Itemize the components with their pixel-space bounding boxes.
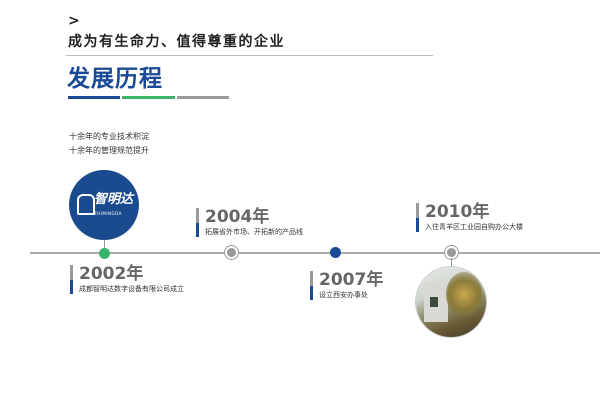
milestone-year: 2004年 (205, 207, 270, 227)
milestone-desc: 入住青羊区工业园自购办公大楼 (425, 223, 523, 231)
milestone-desc: 拓展省外市场、开拓新的产品线 (205, 228, 303, 236)
milestone-2002: 2002年 成都智明达数字设备有限公司成立 (70, 265, 184, 294)
milestone-2007: 2007年 设立西安办事处 (310, 271, 383, 300)
head-icon (77, 194, 95, 215)
milestone-year: 2010年 (425, 202, 490, 222)
milestone-year: 2007年 (319, 270, 384, 290)
page-title: 发展历程 (67, 66, 163, 92)
milestone-2004: 2004年 拓展省外市场、开拓新的产品线 (196, 208, 303, 237)
underline-gray (177, 96, 229, 99)
connector (451, 258, 452, 268)
connector (104, 240, 105, 252)
intro-line: 十余年的专业技术积淀 (69, 132, 149, 141)
milestone-desc: 设立西安办事处 (319, 291, 368, 299)
intro-line: 十余年的管理规范提升 (69, 146, 149, 155)
milestone-desc: 成都智明达数字设备有限公司成立 (79, 285, 184, 293)
timeline-dot-2007 (330, 247, 341, 258)
milestone-2010: 2010年 入住青羊区工业园自购办公大楼 (416, 203, 523, 232)
company-logo: 智明达 ZHIMINGDA (69, 170, 139, 240)
chevron-icon: > (68, 13, 80, 29)
timeline-line (30, 252, 600, 254)
logo-name: 智明达 (94, 192, 134, 207)
underline-green (122, 96, 175, 99)
timeline-dot-2002 (99, 248, 110, 259)
building-photo (416, 267, 486, 337)
logo-sub: ZHIMINGDA (94, 211, 122, 216)
underline-blue (68, 96, 120, 99)
divider (66, 55, 433, 56)
timeline-dot-2004 (225, 246, 238, 259)
slogan: 成为有生命力、值得尊重的企业 (68, 34, 285, 50)
milestone-year: 2002年 (79, 264, 144, 284)
